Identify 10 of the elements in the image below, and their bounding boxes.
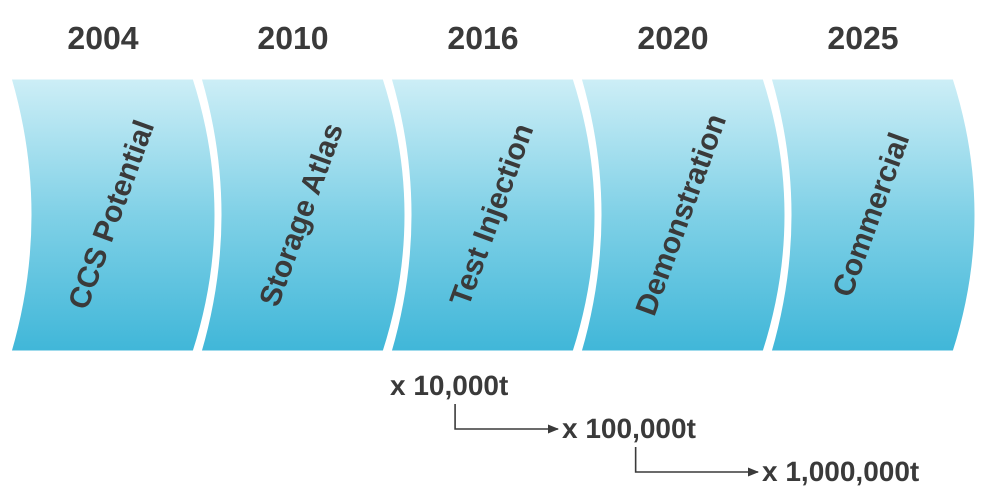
arrow xyxy=(454,404,560,434)
year-label: 2020 xyxy=(636,19,710,58)
year-label: 2004 xyxy=(66,19,140,58)
quantity-label: x 100,000t xyxy=(562,413,696,445)
quantity-label: x 10,000t xyxy=(390,370,508,402)
arrow xyxy=(634,447,760,476)
year-label: 2010 xyxy=(256,19,330,58)
year-label: 2025 xyxy=(826,19,900,58)
quantity-label: x 1,000,000t xyxy=(762,456,920,488)
year-label: 2016 xyxy=(446,19,520,58)
